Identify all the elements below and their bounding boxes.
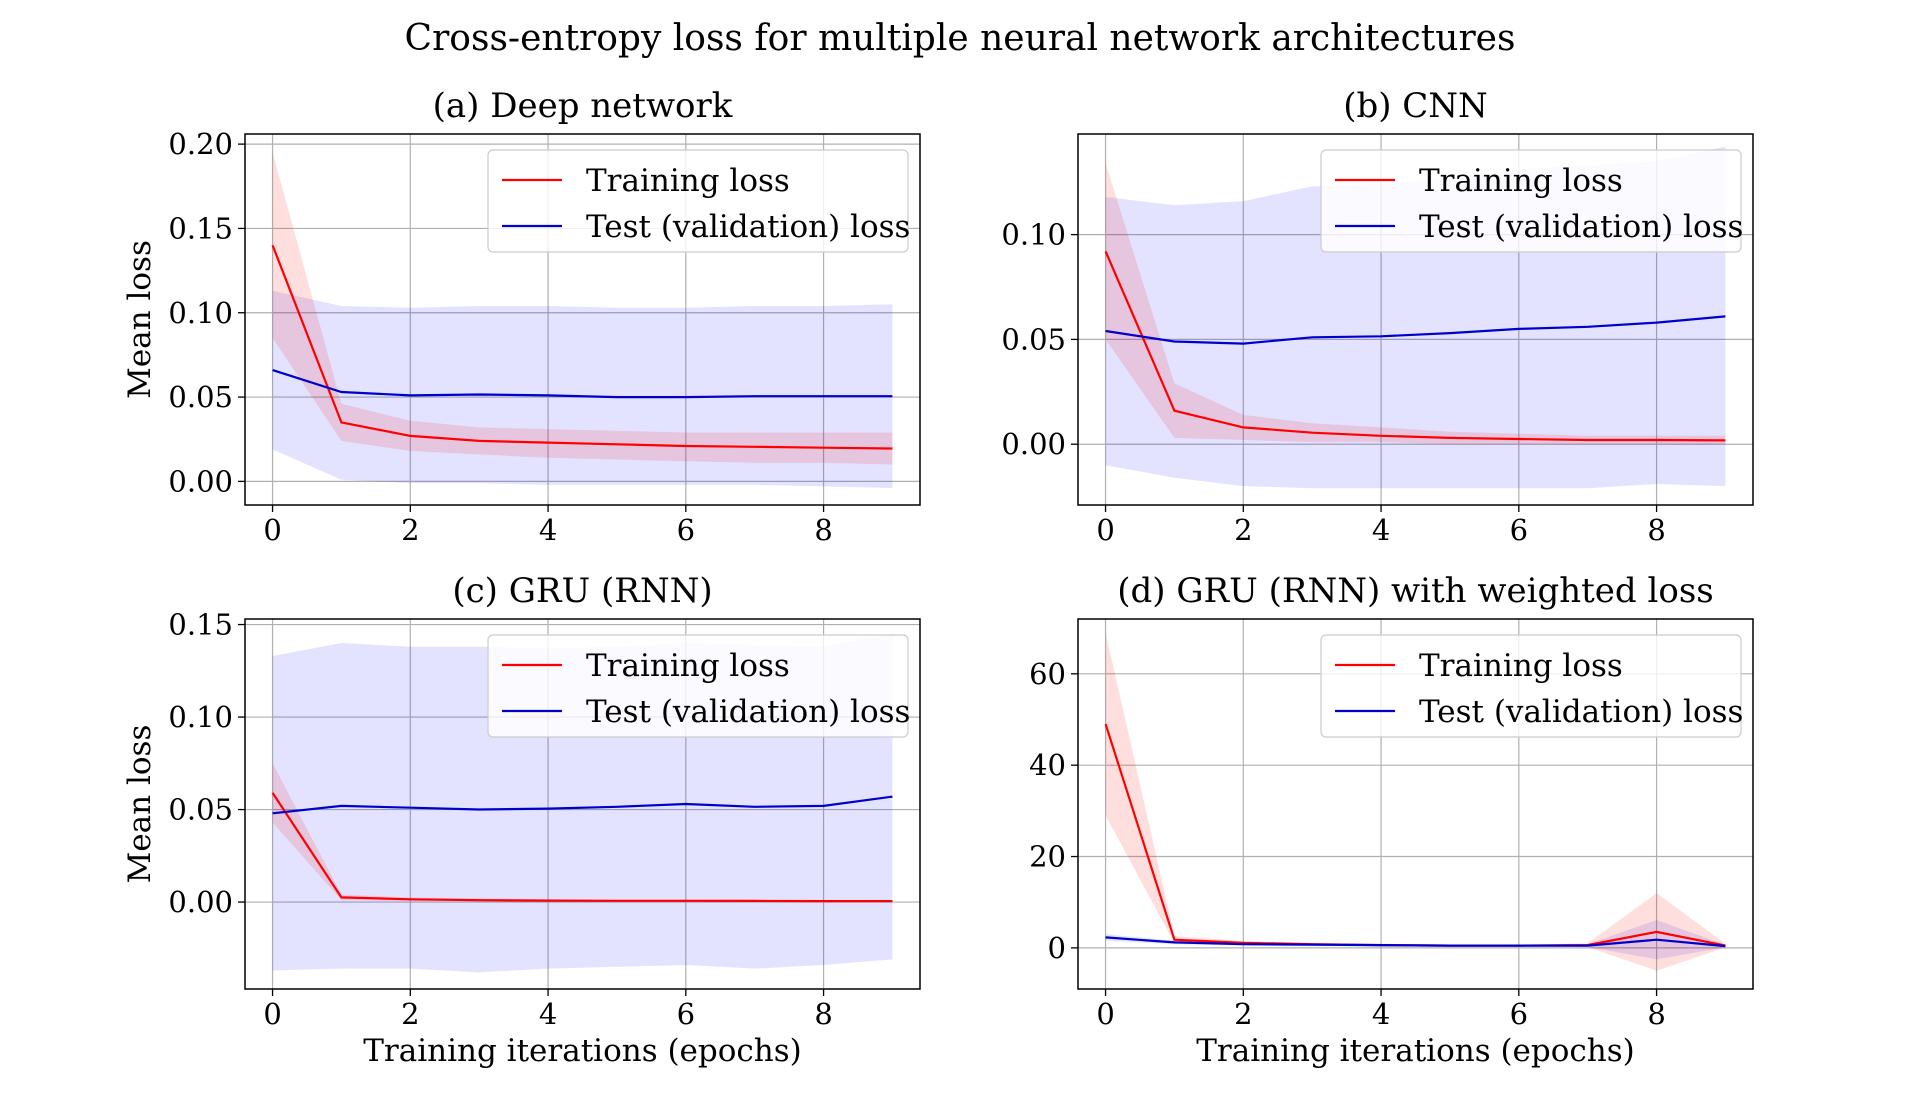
- legend-box: [1320, 149, 1742, 253]
- x-tick-label: 6: [1510, 513, 1528, 547]
- y-tick-label: 40: [1029, 748, 1066, 782]
- y-tick-label: 0.15: [168, 211, 233, 245]
- training-std-band: [1105, 163, 1726, 445]
- test-loss-line: [272, 795, 893, 815]
- training-loss-line: [271, 792, 893, 903]
- y-tick-label: 0.10: [168, 296, 233, 330]
- legend-label-training: Training loss: [586, 163, 790, 199]
- y-tick-label: 0.05: [168, 380, 233, 414]
- y-tick-label: 0: [1048, 931, 1066, 965]
- axes-frame: [244, 618, 921, 990]
- legend-label-training: Training loss: [1419, 163, 1623, 199]
- y-tick-label: 0.20: [168, 127, 233, 161]
- panel-title: (d) GRU (RNN) with weighted loss: [1117, 571, 1713, 611]
- y-tick-label: 0.10: [168, 700, 233, 734]
- x-tick-label: 4: [539, 513, 557, 547]
- test-std-band: [272, 290, 893, 489]
- x-tick-label: 8: [814, 513, 832, 547]
- y-tick-label: 0.00: [168, 464, 233, 498]
- legend-label-training: Training loss: [1419, 648, 1623, 684]
- figure-title: Cross-entropy loss for multiple neural n…: [405, 18, 1516, 59]
- training-loss-line: [1104, 250, 1726, 442]
- x-tick-label: 6: [677, 997, 695, 1031]
- chart-panel-0: 0 2 4 6 8 0.00 0.05 0.10 0.15 0.20 (a) Deep networ…: [122, 86, 921, 547]
- x-axis-label: Training iterations (epochs): [363, 1033, 802, 1069]
- test-loss-line: [1105, 315, 1726, 345]
- y-axis-label: Mean loss: [122, 240, 158, 399]
- training-loss-line: [271, 244, 893, 450]
- y-tick-label: 0.05: [168, 793, 233, 827]
- training-std-band: [1105, 632, 1726, 971]
- x-tick-label: 0: [1096, 997, 1114, 1031]
- x-tick-label: 6: [677, 513, 695, 547]
- x-tick-label: 6: [1510, 997, 1528, 1031]
- test-loss-line: [1105, 936, 1726, 948]
- legend-label-test: Test (validation) loss: [586, 209, 910, 245]
- chart-panel-1: 0 2 4 6 8 0.00 0.05 0.10 (b) CNN Training lossTes…: [1001, 86, 1754, 547]
- y-tick-label: 20: [1029, 840, 1066, 874]
- panel-title: (c) GRU (RNN): [452, 571, 712, 611]
- x-tick-label: 2: [401, 513, 419, 547]
- y-tick-label: 0.00: [1001, 427, 1066, 461]
- x-tick-label: 0: [263, 997, 281, 1031]
- test-loss-line: [272, 369, 893, 399]
- y-tick-label: 0.05: [1001, 322, 1066, 356]
- y-tick-label: 0.00: [168, 885, 233, 919]
- axes-frame: [244, 133, 921, 506]
- test-std-band: [1105, 920, 1726, 960]
- y-tick-label: 0.15: [168, 608, 233, 642]
- x-tick-label: 0: [263, 513, 281, 547]
- y-axis-label: Mean loss: [122, 725, 158, 884]
- chart-panel-2: 0 2 4 6 8 0.00 0.05 0.10 0.15 (c) GRU (RNN) Traini…: [122, 571, 921, 1069]
- axes-frame: [1077, 618, 1754, 990]
- x-tick-label: 0: [1096, 513, 1114, 547]
- legend-box: [487, 149, 909, 253]
- panel-title: (a) Deep network: [433, 86, 733, 126]
- x-tick-label: 4: [539, 997, 557, 1031]
- x-tick-label: 8: [1647, 997, 1665, 1031]
- x-tick-label: 8: [1647, 513, 1665, 547]
- legend-label-test: Test (validation) loss: [586, 694, 910, 730]
- axes-frame: [1077, 133, 1754, 506]
- chart-panel-3: 0 2 4 6 8 0 20 40 60 (d) GRU (RNN) with weighted …: [1029, 571, 1754, 1069]
- y-tick-label: 60: [1029, 657, 1066, 691]
- legend-label-test: Test (validation) loss: [1419, 694, 1743, 730]
- legend-box: [487, 634, 909, 738]
- x-tick-label: 4: [1372, 513, 1390, 547]
- y-tick-label: 0.10: [1001, 218, 1066, 252]
- legend-label-training: Training loss: [586, 648, 790, 684]
- panel-title: (b) CNN: [1343, 86, 1488, 126]
- x-tick-label: 2: [1234, 997, 1252, 1031]
- legend-box: [1320, 634, 1742, 738]
- training-std-band: [272, 152, 893, 465]
- legend-label-test: Test (validation) loss: [1419, 209, 1743, 245]
- x-tick-label: 4: [1372, 997, 1390, 1031]
- x-tick-label: 2: [401, 997, 419, 1031]
- x-axis-label: Training iterations (epochs): [1196, 1033, 1635, 1069]
- x-tick-label: 2: [1234, 513, 1252, 547]
- x-tick-label: 8: [814, 997, 832, 1031]
